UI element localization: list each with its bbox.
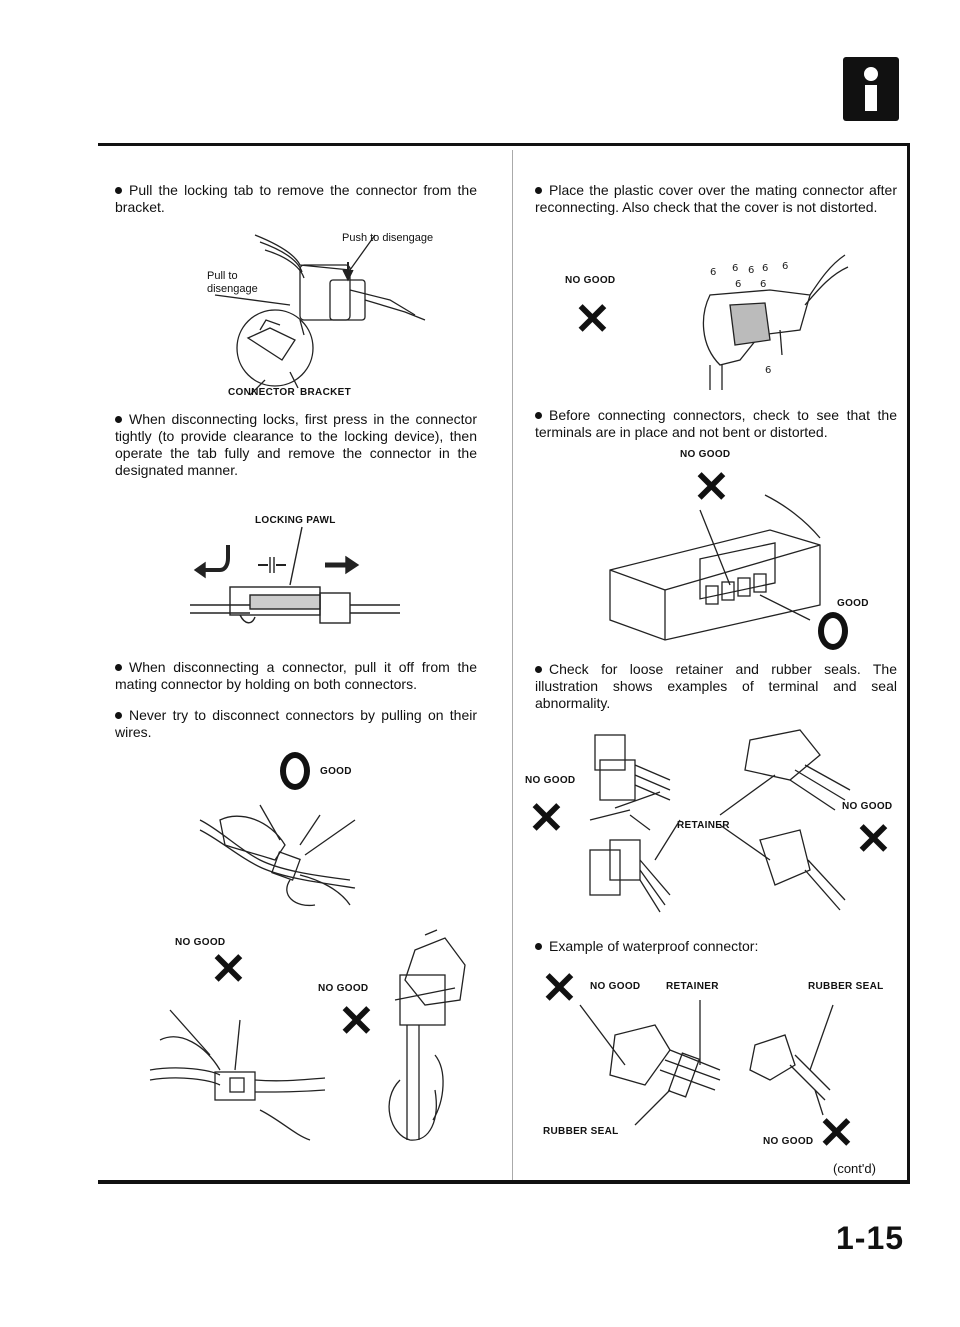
label-no-good-seal: NO GOOD	[763, 1136, 814, 1147]
bullet-check-loose: Check for loose retainer and rubber seal…	[535, 661, 897, 711]
label-no-good-cover: NO GOOD	[318, 983, 369, 994]
label-no-good-hands: NO GOOD	[175, 937, 226, 948]
svg-text:6: 6	[762, 263, 768, 274]
no-good-hands-drawing	[149, 1009, 326, 1141]
good-circle-icon	[280, 752, 310, 790]
label-no-good-cover2: NO GOOD	[565, 275, 616, 286]
figure-good-hands	[190, 800, 360, 910]
x-mark-icon: ✕	[338, 997, 375, 1046]
x-mark-icon: ✕	[210, 945, 247, 994]
label-pull-to: Pull to	[207, 270, 238, 282]
no-good-cover-drawing	[388, 929, 466, 1141]
label-disengage: disengage	[207, 283, 258, 295]
label-connector: CONNECTOR	[228, 387, 295, 398]
figure-no-good-hands	[149, 1000, 330, 1141]
label-no-good-terminals: NO GOOD	[680, 449, 731, 460]
label-no-good-waterproof: NO GOOD	[590, 981, 641, 992]
figure-waterproof	[575, 995, 855, 1135]
label-bracket: BRACKET	[300, 387, 351, 398]
bullet-never-pull: Never try to disconnect connectors by pu…	[115, 707, 477, 740]
bullet-plastic-cover: Place the plastic cover over the mating …	[535, 182, 897, 215]
x-mark-icon: ✕	[574, 295, 611, 344]
bullet-before-connecting: Before connecting connectors, check to s…	[535, 407, 897, 440]
top-rule	[98, 143, 910, 146]
x-mark-icon: ✕	[541, 964, 578, 1013]
label-locking-pawl: LOCKING PAWL	[255, 515, 336, 526]
bullet-disconnect-locks: When disconnecting locks, first press in…	[115, 411, 477, 478]
label-good-hands: GOOD	[320, 766, 352, 777]
bullet-pull-tab: Pull the locking tab to remove the conne…	[115, 182, 477, 215]
svg-text:6: 6	[710, 267, 716, 278]
column-divider	[512, 150, 513, 1180]
label-no-good-retainer-right: NO GOOD	[842, 801, 893, 812]
figure-retainer	[560, 720, 860, 920]
label-rubber-seal-top: RUBBER SEAL	[808, 981, 884, 992]
waterproof-drawing	[579, 1000, 834, 1126]
good-circle-icon	[818, 612, 848, 650]
x-mark-icon: ✕	[855, 815, 892, 864]
label-rubber-seal-bottom: RUBBER SEAL	[543, 1126, 619, 1137]
label-retainer: RETAINER	[677, 820, 730, 831]
label-good-terminals: GOOD	[837, 598, 869, 609]
figure-locking-pawl	[190, 525, 410, 635]
connector-bracket-drawing	[214, 234, 426, 396]
good-hands-drawing	[199, 804, 356, 907]
terminals-drawing	[609, 494, 821, 641]
svg-text:6: 6	[735, 279, 741, 290]
x-mark-icon: ✕	[528, 794, 565, 843]
svg-text:6: 6	[782, 261, 788, 272]
x-mark-icon: ✕	[818, 1109, 855, 1158]
continued-label: (cont'd)	[833, 1161, 876, 1176]
figure-connector-bracket	[200, 220, 460, 400]
bullet-pull-off: When disconnecting a connector, pull it …	[115, 659, 477, 692]
label-no-good-retainer-left: NO GOOD	[525, 775, 576, 786]
figure-no-good-cover	[385, 929, 485, 1150]
x-mark-icon: ✕	[693, 463, 730, 512]
bottom-rule	[98, 1180, 910, 1184]
svg-text:6: 6	[760, 279, 766, 290]
label-retainer-waterproof: RETAINER	[666, 981, 719, 992]
svg-text:6: 6	[765, 365, 771, 376]
locking-pawl-drawing	[190, 526, 400, 624]
info-i-icon	[843, 57, 899, 121]
bullet-waterproof: Example of waterproof connector:	[535, 938, 897, 955]
page-number: 1-15	[836, 1220, 905, 1256]
svg-text:6: 6	[732, 263, 738, 274]
label-push-to-disengage: Push to disengage	[342, 232, 434, 244]
svg-text:6: 6	[748, 265, 754, 276]
figure-terminals	[609, 490, 850, 660]
right-rule	[907, 143, 910, 1183]
retainer-drawing	[589, 729, 851, 913]
